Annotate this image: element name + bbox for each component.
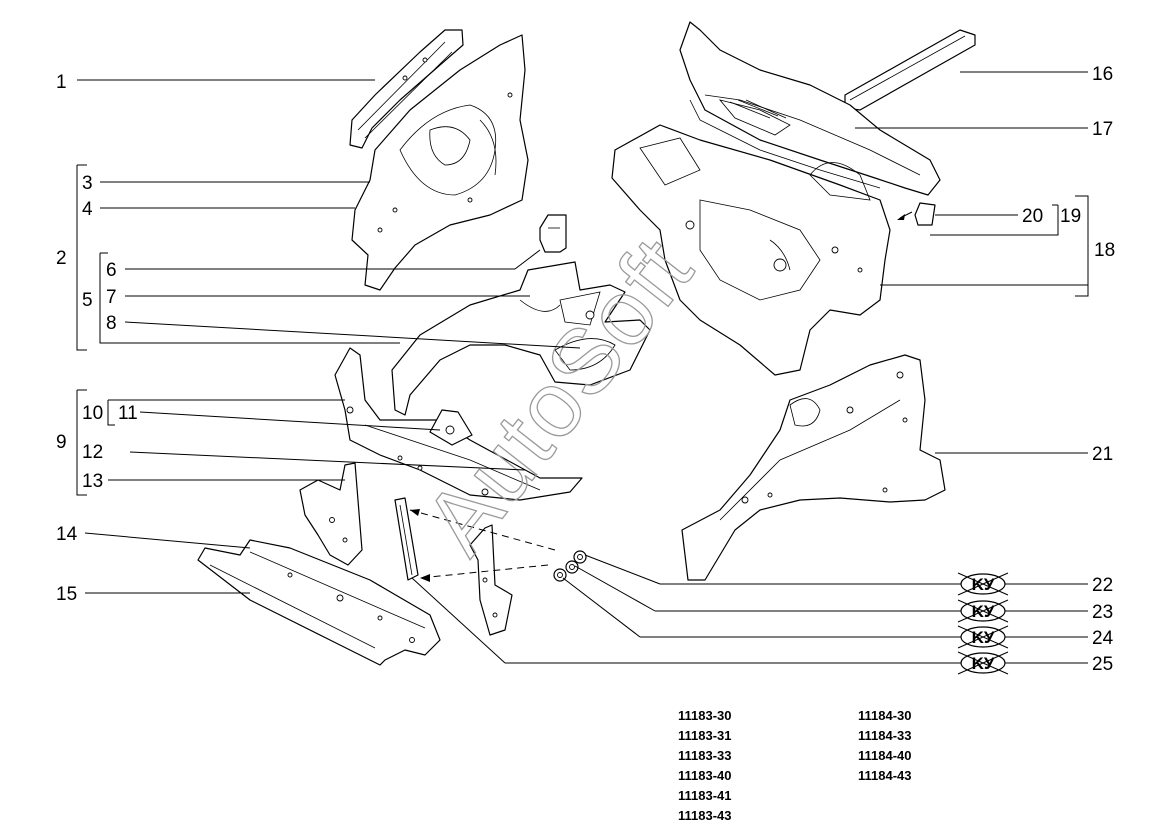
callout-1: 1 (56, 72, 67, 93)
callout-24: 24 (1092, 628, 1114, 649)
part-25-reinforcement (394, 497, 419, 581)
callout-5: 5 (82, 290, 93, 311)
callout-13: 13 (82, 471, 103, 492)
part-1-upper-rail (349, 29, 464, 149)
callout-9: 9 (56, 432, 67, 453)
callout-labels: 1 2 3 4 5 6 7 8 9 10 11 12 13 14 15 16 1… (56, 64, 1115, 675)
callout-16: 16 (1092, 64, 1113, 85)
part-18-firewall (611, 124, 891, 376)
part-16-seal-strip (844, 29, 976, 111)
callout-12: 12 (82, 442, 103, 463)
callout-7: 7 (106, 287, 117, 308)
ku-mark-22: KУ (957, 572, 1009, 596)
svg-text:KУ: KУ (972, 575, 995, 594)
callout-14: 14 (56, 524, 78, 545)
leader-lines (76, 71, 1089, 664)
callout-19: 19 (1060, 206, 1081, 227)
part-right-bracket (469, 524, 513, 636)
model-code: 11183-43 (678, 808, 732, 823)
svg-text:KУ: KУ (972, 628, 995, 647)
part-17-cowl-panel (679, 21, 941, 196)
part-20-clip (897, 202, 936, 226)
callout-17: 17 (1092, 119, 1113, 140)
callout-25: 25 (1092, 654, 1113, 675)
ku-mark-24: KУ (957, 625, 1009, 649)
model-code: 11183-30 (678, 708, 732, 723)
model-code: 11183-40 (678, 768, 732, 783)
model-code: 11183-33 (678, 748, 732, 763)
callout-6: 6 (106, 260, 117, 281)
callout-20: 20 (1022, 206, 1043, 227)
model-code: 11184-40 (858, 748, 912, 763)
ku-mark-23: KУ (957, 599, 1009, 623)
callout-15: 15 (56, 584, 77, 605)
callout-10: 10 (82, 403, 103, 424)
part-3-4-wheel-arch (351, 34, 529, 291)
model-list-11183: 11183-30 11183-31 11183-33 11183-40 1118… (678, 706, 732, 826)
model-code: 11184-30 (858, 708, 912, 723)
callout-22: 22 (1092, 575, 1113, 596)
part-14-15-front-bumper-beam (197, 539, 441, 666)
callout-3: 3 (82, 173, 93, 194)
callout-4: 4 (82, 199, 93, 220)
svg-text:KУ: KУ (972, 602, 995, 621)
parts-22-25-nuts (553, 550, 587, 582)
model-list-11184: 11184-30 11184-33 11184-40 11184-43 (858, 706, 912, 786)
callout-23: 23 (1092, 602, 1113, 623)
part-7-8-side-member (391, 261, 651, 416)
callout-18: 18 (1094, 240, 1115, 261)
svg-text:KУ: KУ (972, 654, 995, 673)
ku-mark-25: KУ (957, 651, 1009, 675)
callout-21: 21 (1092, 444, 1113, 465)
callout-2: 2 (56, 248, 67, 269)
part-21-right-side-member (681, 354, 946, 581)
callout-8: 8 (106, 313, 117, 334)
model-code: 11183-41 (678, 788, 732, 803)
model-code: 11183-31 (678, 728, 732, 743)
model-code: 11184-43 (858, 768, 912, 783)
part-6-bracket (539, 214, 567, 253)
fastener-arrows (409, 509, 556, 582)
callout-11: 11 (118, 403, 138, 424)
part-13-bracket-left (299, 462, 363, 566)
model-code: 11184-33 (858, 728, 912, 743)
